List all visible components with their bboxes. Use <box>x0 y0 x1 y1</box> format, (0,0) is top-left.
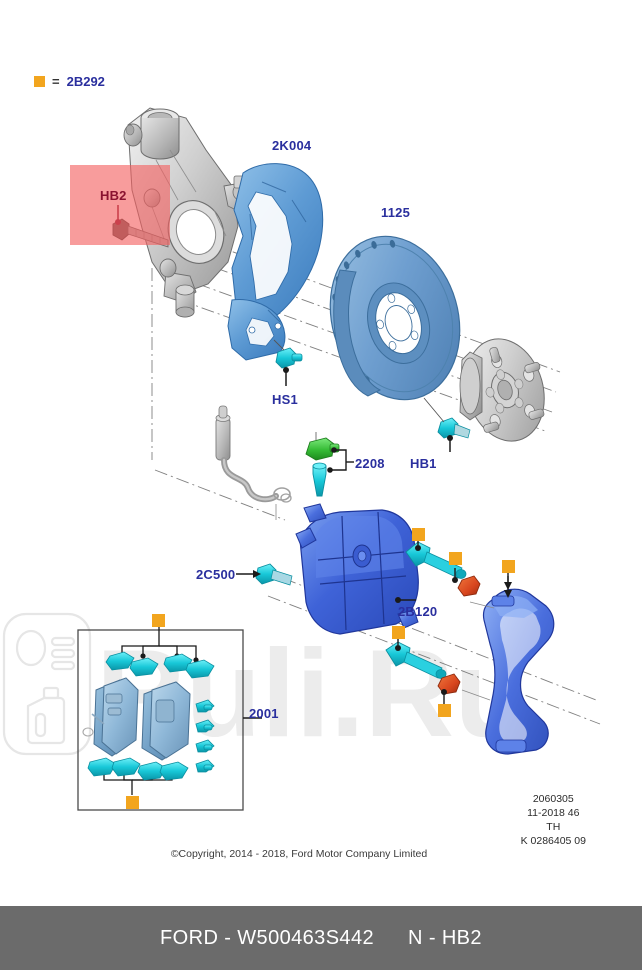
marker-2b292-group <box>126 528 515 809</box>
legend-equals: = <box>52 74 60 89</box>
drawing-code-region: TH <box>546 821 561 833</box>
label-2001: 2001 <box>249 706 279 721</box>
brake-dust-shield <box>227 163 324 361</box>
brake-pad-kit <box>77 627 262 811</box>
label-1125: 1125 <box>381 205 411 220</box>
caliper-guide-pins <box>385 538 512 704</box>
caliper-bracket <box>461 576 555 755</box>
bleed-screw-2c500 <box>236 563 293 586</box>
label-2208: 2208 <box>355 456 385 471</box>
drawing-code-date: 11-2018 46 <box>527 807 580 819</box>
legend: = 2B292 <box>34 74 105 89</box>
brake-hose <box>215 405 292 520</box>
brake-caliper <box>295 503 419 635</box>
copyright-text: ©Copyright, 2014 - 2018, Ford Motor Comp… <box>170 848 428 860</box>
label-2c500: 2C500 <box>196 567 236 582</box>
label-2b120: 2B120 <box>398 604 438 619</box>
legend-part-code: 2B292 <box>66 74 105 89</box>
copyright-notice: ©Copyright, 2014 - 2018, Ford Motor Comp… <box>0 848 642 860</box>
bottom-bar-part-number: FORD - W500463S442 <box>160 926 375 949</box>
hose-bracket-2208 <box>305 432 354 497</box>
label-hb2: HB2 <box>100 188 127 203</box>
bottom-bar-position-code: N - HB2 <box>408 926 482 949</box>
pad-clip <box>105 651 215 679</box>
brake-pad <box>82 677 191 761</box>
legend-marker-icon <box>34 76 45 87</box>
wheel-hub <box>459 338 545 442</box>
label-2k004: 2K004 <box>272 138 312 153</box>
shield-screw-hs1 <box>273 339 303 386</box>
bottom-bar: FORD - W500463S442 N - HB2 <box>0 906 642 970</box>
drawing-code-ref: K 0286405 09 <box>520 835 586 847</box>
pad-screw <box>195 699 215 773</box>
drawing-code-number: 2060305 <box>532 793 574 805</box>
pad-clip <box>87 757 189 781</box>
label-hb1: HB1 <box>410 456 437 471</box>
highlight-box-hb2 <box>70 165 170 245</box>
exploded-parts-diagram <box>77 107 601 811</box>
drawing-codes: 2060305 11-2018 46 TH K 0286405 09 <box>521 792 586 848</box>
label-hs1: HS1 <box>272 392 298 407</box>
brake-disc <box>329 235 461 401</box>
hub-bolt-hb1 <box>423 397 471 452</box>
